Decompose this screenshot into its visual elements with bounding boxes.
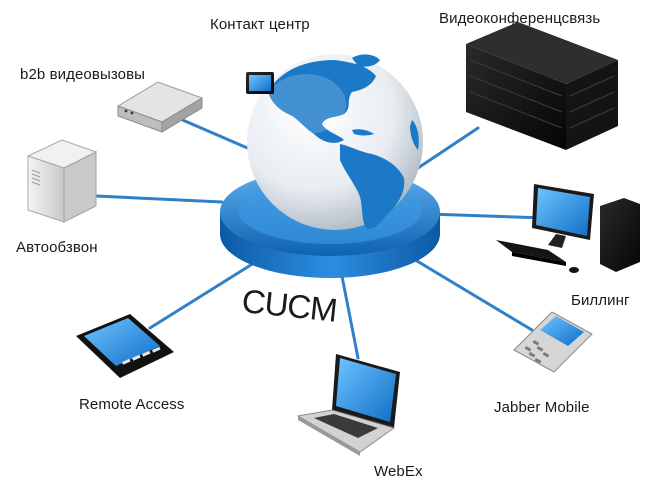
label-b2b: b2b видеовызовы	[20, 66, 146, 83]
link-remote	[148, 256, 264, 330]
tablet-icon	[76, 314, 174, 378]
link-jabber	[410, 256, 534, 332]
link-autodial	[94, 194, 224, 204]
server-icon	[26, 139, 98, 223]
desktop-pc-icon	[246, 72, 274, 94]
label-remote: Remote Access	[79, 396, 185, 413]
link-videoconf	[416, 126, 480, 170]
link-billing	[426, 212, 547, 220]
label-billing: Биллинг	[571, 292, 630, 309]
label-videoconf: Видеоконференцсвязь	[439, 10, 601, 27]
label-autodial: Автообзвон	[16, 239, 98, 256]
label-webex: WebEx	[374, 463, 423, 480]
server-rack-icon	[466, 22, 618, 150]
router-icon	[116, 81, 204, 133]
label-contact-center: Контакт центр	[210, 16, 310, 33]
desktop-pc-icon	[496, 184, 640, 273]
link-webex	[338, 264, 360, 360]
label-jabber: Jabber Mobile	[494, 399, 590, 416]
smartphone-icon	[513, 311, 593, 373]
laptop-icon	[296, 354, 400, 456]
links	[94, 86, 547, 360]
link-b2b	[176, 116, 254, 152]
globe-icon	[247, 54, 423, 230]
